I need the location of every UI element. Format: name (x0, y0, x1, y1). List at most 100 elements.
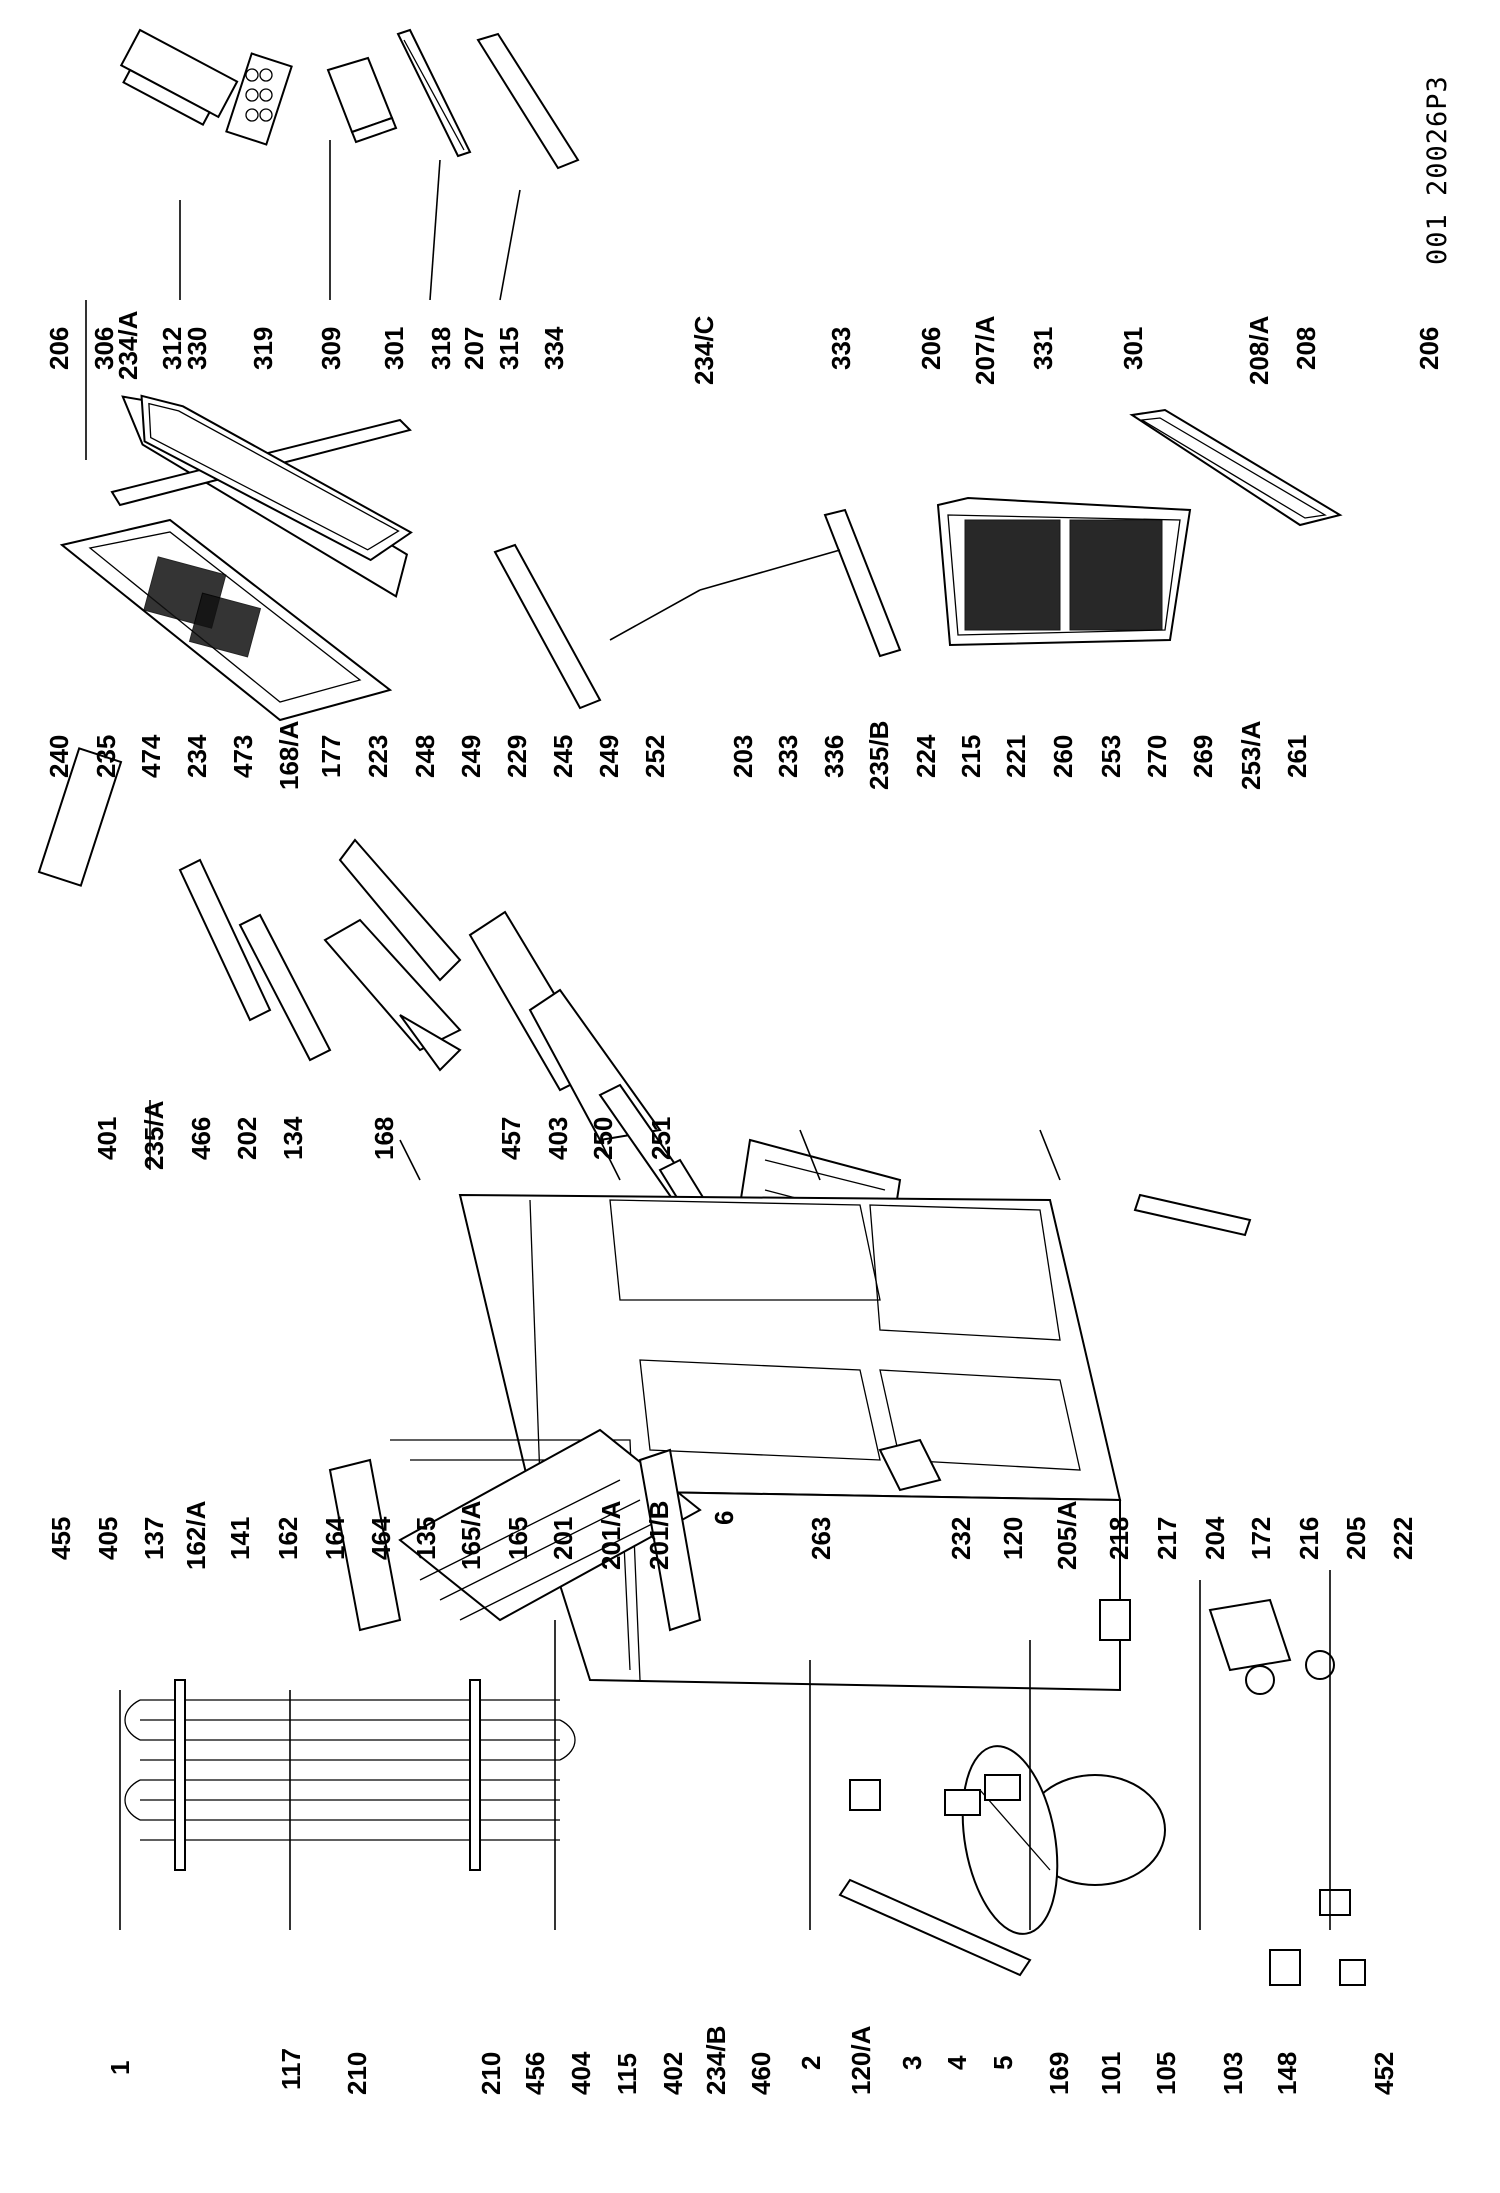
callout-319: 319 (248, 327, 278, 370)
part-318-strip (396, 28, 472, 158)
callout-263: 263 (806, 1517, 836, 1560)
callout-207: 207 (459, 327, 489, 370)
callout-217: 217 (1152, 1517, 1182, 1560)
callout-245: 245 (548, 735, 578, 778)
callout-234c: 234/C (689, 315, 719, 385)
part-309-box (326, 56, 398, 144)
callout-456: 456 (520, 2052, 550, 2095)
callout-331: 331 (1028, 327, 1058, 370)
callout-162a: 162/A (181, 1500, 211, 1570)
callout-222: 222 (1388, 1517, 1418, 1560)
top-parts (119, 28, 580, 170)
callout-401: 401 (92, 1117, 122, 1160)
callout-240: 240 (44, 735, 74, 778)
callout-215: 215 (956, 735, 986, 778)
callout-402: 402 (658, 2052, 688, 2095)
callout-234: 234 (182, 734, 212, 778)
callout-330: 330 (182, 327, 212, 370)
callout-235a: 235/A (139, 1100, 169, 1170)
callout-206: 206 (44, 327, 74, 370)
callout-204: 204 (1200, 1516, 1230, 1560)
callout-141: 141 (225, 1517, 255, 1560)
callout-115: 115 (612, 2053, 642, 2095)
callout-202: 202 (232, 1117, 262, 1160)
callout-464: 464 (366, 1516, 396, 1560)
callout-333: 333 (826, 327, 856, 370)
callout-165: 165 (503, 1517, 533, 1560)
callout-105: 105 (1151, 2052, 1181, 2095)
callout-405: 405 (93, 1517, 123, 1560)
callout-218: 218 (1104, 1517, 1134, 1560)
callout-460: 460 (746, 2052, 776, 2095)
callout-164: 164 (320, 1516, 350, 1560)
callout-2: 2 (796, 2056, 826, 2070)
callout-134: 134 (278, 1116, 308, 1160)
callouts-bottom-row: 1 117 210 210 456 404 115 402 234/B 460 … (105, 2025, 1399, 2095)
callout-135: 135 (411, 1517, 441, 1560)
callout-206c: 206 (1414, 327, 1444, 370)
leader-lines (85, 140, 1331, 1930)
part-315-rail (476, 32, 580, 170)
evaporator-coil (328, 1428, 702, 1681)
callouts-mid-inner-row: 401 235/A 466 202 134 168 457 403 250 25… (92, 1100, 676, 1170)
callout-253: 253 (1096, 735, 1126, 778)
callout-334: 334 (539, 326, 569, 370)
callout-232: 232 (946, 1517, 976, 1560)
callouts-top-row: 206 306 234/A 312 330 319 309 301 318 20… (44, 310, 1444, 385)
callout-137: 137 (139, 1517, 169, 1560)
callout-260: 260 (1048, 735, 1078, 778)
callout-206b: 206 (916, 327, 946, 370)
callout-234b: 234/B (701, 2026, 731, 2095)
callout-251: 251 (646, 1117, 676, 1160)
callout-312: 312 (157, 327, 187, 370)
callout-250: 250 (588, 1117, 618, 1160)
callout-201a: 201/A (596, 1500, 626, 1570)
callout-120: 120 (998, 1517, 1028, 1560)
callout-301: 301 (379, 327, 409, 370)
callout-253a: 253/A (1236, 720, 1266, 790)
callout-403: 403 (543, 1117, 573, 1160)
callouts-mid-high-row: 240 235 474 234 473 168/A 177 223 248 24… (44, 720, 1312, 790)
callouts-mid-low-row: 455 405 137 162/A 141 162 164 464 135 16… (46, 1500, 1418, 1570)
fridge-door-assembly (936, 408, 1343, 647)
callout-234a: 234/A (113, 310, 143, 380)
callout-249: 249 (456, 735, 486, 778)
callout-201b: 201/B (644, 1501, 674, 1570)
callout-172: 172 (1246, 1517, 1276, 1560)
callout-248: 248 (410, 735, 440, 778)
callout-315: 315 (494, 327, 524, 370)
part-319-egg-tray (225, 52, 293, 146)
callout-169: 169 (1044, 2052, 1074, 2095)
callout-221: 221 (1001, 735, 1031, 778)
callout-309: 309 (316, 327, 346, 370)
callout-165a: 165/A (456, 1500, 486, 1570)
callout-216: 216 (1294, 1517, 1324, 1560)
callout-235: 235 (91, 735, 121, 778)
callout-210: 210 (342, 2052, 372, 2095)
callout-233: 233 (773, 735, 803, 778)
callout-474: 474 (136, 734, 166, 778)
callout-318: 318 (426, 327, 456, 370)
callout-168a: 168/A (274, 720, 304, 790)
callout-270: 270 (1142, 735, 1172, 778)
callout-162: 162 (273, 1517, 303, 1560)
callout-120a: 120/A (846, 2025, 876, 2095)
callout-201: 201 (548, 1517, 578, 1560)
callout-252: 252 (640, 735, 670, 778)
part-306-shelf (119, 28, 239, 126)
callout-235b: 235/B (864, 721, 894, 790)
condenser-coil (124, 1679, 576, 1871)
callout-3: 3 (897, 2056, 927, 2070)
callout-466: 466 (186, 1117, 216, 1160)
callout-203: 203 (728, 735, 758, 778)
callout-269: 269 (1188, 735, 1218, 778)
callout-117: 117 (276, 2048, 306, 2090)
callout-208a: 208/A (1244, 315, 1274, 385)
callout-101: 101 (1096, 2052, 1126, 2095)
callout-208: 208 (1291, 327, 1321, 370)
callout-168: 168 (369, 1117, 399, 1160)
callout-1: 1 (105, 2061, 135, 2075)
cabinet-body (458, 1193, 1122, 1692)
